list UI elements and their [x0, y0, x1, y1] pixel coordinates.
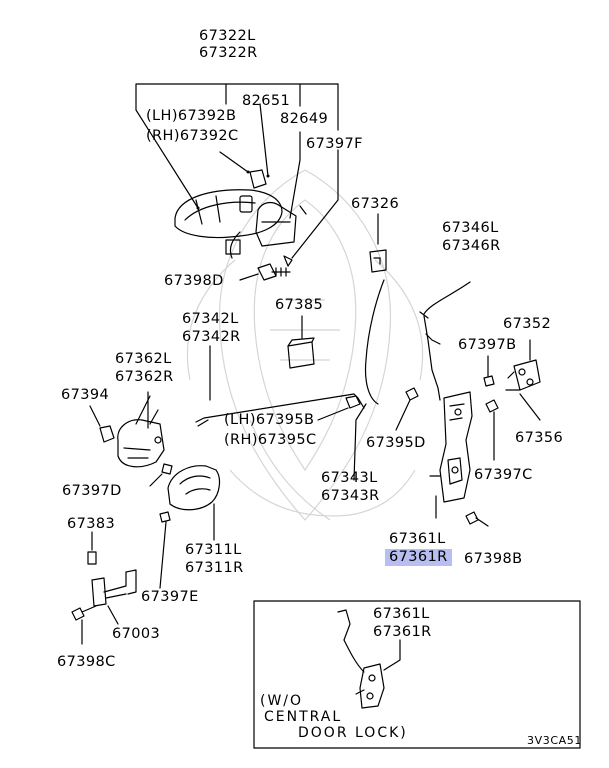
label-67383: 67383: [67, 516, 116, 532]
inset-label-67361L: 67361L: [373, 606, 430, 622]
inset-note-line-3: DOOR LOCK): [298, 725, 408, 741]
label-67397E: 67397E: [141, 589, 199, 605]
inset-label-67361R: 67361R: [373, 624, 432, 640]
label-67326: 67326: [351, 196, 400, 212]
leader-67397D: [149, 473, 163, 487]
label-67397C: 67397C: [474, 467, 533, 483]
leader-82651: [259, 103, 269, 177]
clip-67395: [345, 395, 361, 409]
label-67395B: (LH)67395B: [224, 412, 315, 428]
screw-67398B-icon: [465, 511, 489, 527]
leader-67397E: [159, 521, 167, 589]
label-67398C: 67398C: [57, 654, 116, 670]
label-67343R: 67343R: [321, 488, 380, 504]
screw-67398D-icon: [257, 263, 291, 281]
label-67392C: (RH)67392C: [146, 128, 239, 144]
diagram-code: 3V3CA51: [527, 734, 582, 747]
label-67361R-highlighted: 67361R: [385, 549, 452, 566]
label-67398B: 67398B: [464, 551, 523, 567]
inside-lever-67362: [117, 395, 165, 468]
label-67322R: 67322R: [199, 45, 258, 61]
label-67342R: 67342R: [182, 329, 241, 345]
label-67398D: 67398D: [164, 273, 224, 289]
leader-67346: [423, 281, 471, 315]
screw-67397D-icon: [161, 463, 173, 475]
leader-67392: [219, 151, 249, 173]
leader-82649: [289, 131, 301, 219]
handle-cap-icon: [249, 169, 267, 189]
door-switch: [225, 201, 307, 259]
label-67311R: 67311R: [185, 560, 244, 576]
clip-67394-icon: [99, 425, 115, 443]
leader-67356: [519, 393, 541, 421]
door-latch-67361: [429, 391, 473, 503]
label-67346L: 67346L: [442, 220, 499, 236]
label-67342L: 67342L: [182, 311, 239, 327]
leader-dots: [196, 170, 270, 210]
rod-67326: [364, 279, 385, 405]
screw-67397E-icon: [159, 511, 171, 523]
leader-67003: [107, 605, 119, 625]
door-check-67003: [91, 569, 137, 607]
label-67395D: 67395D: [366, 435, 426, 451]
label-67362R: 67362R: [115, 369, 174, 385]
label-67397D: 67397D: [62, 483, 122, 499]
inset-frame: [253, 600, 581, 749]
label-67362L: 67362L: [115, 351, 172, 367]
label-67003: 67003: [112, 626, 161, 642]
rod-67346: [423, 315, 441, 401]
leader-67398D: [239, 273, 259, 281]
rod-clip-67326: [369, 249, 387, 273]
label-67385: 67385: [275, 297, 324, 313]
screw-67397B-icon: [483, 375, 495, 387]
inset-note-line-1: (W/O: [260, 693, 304, 709]
label-67397B: 67397B: [458, 337, 517, 353]
rod-67343: [353, 403, 367, 481]
leader-67394: [89, 405, 101, 427]
clip-67385: [287, 337, 315, 369]
outside-handle: [174, 189, 283, 239]
label-67343L: 67343L: [321, 470, 378, 486]
inset-note-line-2: CENTRAL: [264, 709, 343, 725]
label-67356: 67356: [515, 430, 564, 446]
inside-handle-67311: [167, 465, 221, 511]
leader-67397F: [291, 149, 339, 259]
label-82651: 82651: [242, 93, 291, 109]
striker-67352: [505, 359, 541, 391]
bolt-67383-icon: [87, 551, 97, 565]
leader-67322: [135, 83, 339, 209]
label-67361L: 67361L: [389, 531, 446, 547]
label-67322L: 67322L: [199, 28, 256, 44]
rod-67342: [195, 393, 365, 423]
screw-67397C-icon: [485, 399, 499, 413]
leader-67395: [317, 407, 349, 421]
label-67352: 67352: [503, 316, 552, 332]
screw-67395D-icon: [405, 387, 419, 401]
label-67394: 67394: [61, 387, 110, 403]
label-67397F: 67397F: [306, 136, 363, 152]
label-67392B: (LH)67392B: [146, 108, 237, 124]
label-67346R: 67346R: [442, 238, 501, 254]
bolt-67397F-icon: [283, 255, 293, 267]
label-67311L: 67311L: [185, 542, 242, 558]
bolt-67398C-icon: [71, 605, 97, 621]
inset-leader-67361: [383, 639, 401, 671]
inset-latch: [337, 609, 385, 709]
label-67395C: (RH)67395C: [224, 432, 317, 448]
label-82649: 82649: [280, 111, 329, 127]
leader-67395D: [395, 399, 411, 431]
